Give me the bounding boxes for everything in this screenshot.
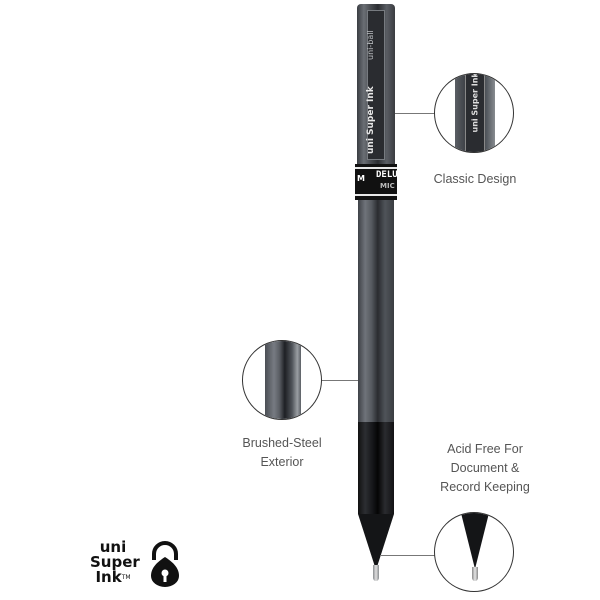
label-acid-line3: Record Keeping [440,480,530,494]
band-line-top [355,167,397,169]
band-left-text: M [357,174,365,183]
logo-line-ink: InkTM [90,570,136,585]
trademark-symbol: TM [121,574,131,581]
label-classic-design: Classic Design [433,172,517,186]
label-acid-line2: Document & [450,461,520,475]
leader-line-brushed [322,380,358,381]
pen-grip [358,422,394,514]
detail-cap-text: uni Super Ink [470,73,480,133]
pen-cone [358,514,394,570]
band-line-bottom [355,194,397,196]
logo-ink-text: Ink [95,568,122,586]
cap-secondary-text: uni-ball [366,30,375,60]
pen-tip [373,565,379,581]
detail-circle-classic: uni Super Ink [434,73,514,153]
label-brushed-steel: Brushed-Steel Exterior [222,434,342,472]
detail-circle-brushed [242,340,322,420]
padlock-icon [148,540,182,588]
pen-barrel [358,200,394,422]
band-text: DELU [376,170,398,180]
uni-super-ink-logo: uni Super InkTM [90,538,140,585]
cap-label-panel [367,10,385,160]
logo-line-super: Super [90,553,140,571]
leader-line-classic [395,113,435,114]
band-subtext: MIC [380,182,395,190]
label-acid-free: Acid Free For Document & Record Keeping [420,440,550,497]
label-brushed-line1: Brushed-Steel [242,436,322,450]
label-acid-line1: Acid Free For [447,442,523,456]
logo-line-uni: uni [99,538,127,556]
leader-line-tip [380,555,435,556]
cap-brand-text: uni Super Ink [366,86,376,154]
label-brushed-line2: Exterior [260,455,304,469]
detail-circle-tip [434,512,514,592]
